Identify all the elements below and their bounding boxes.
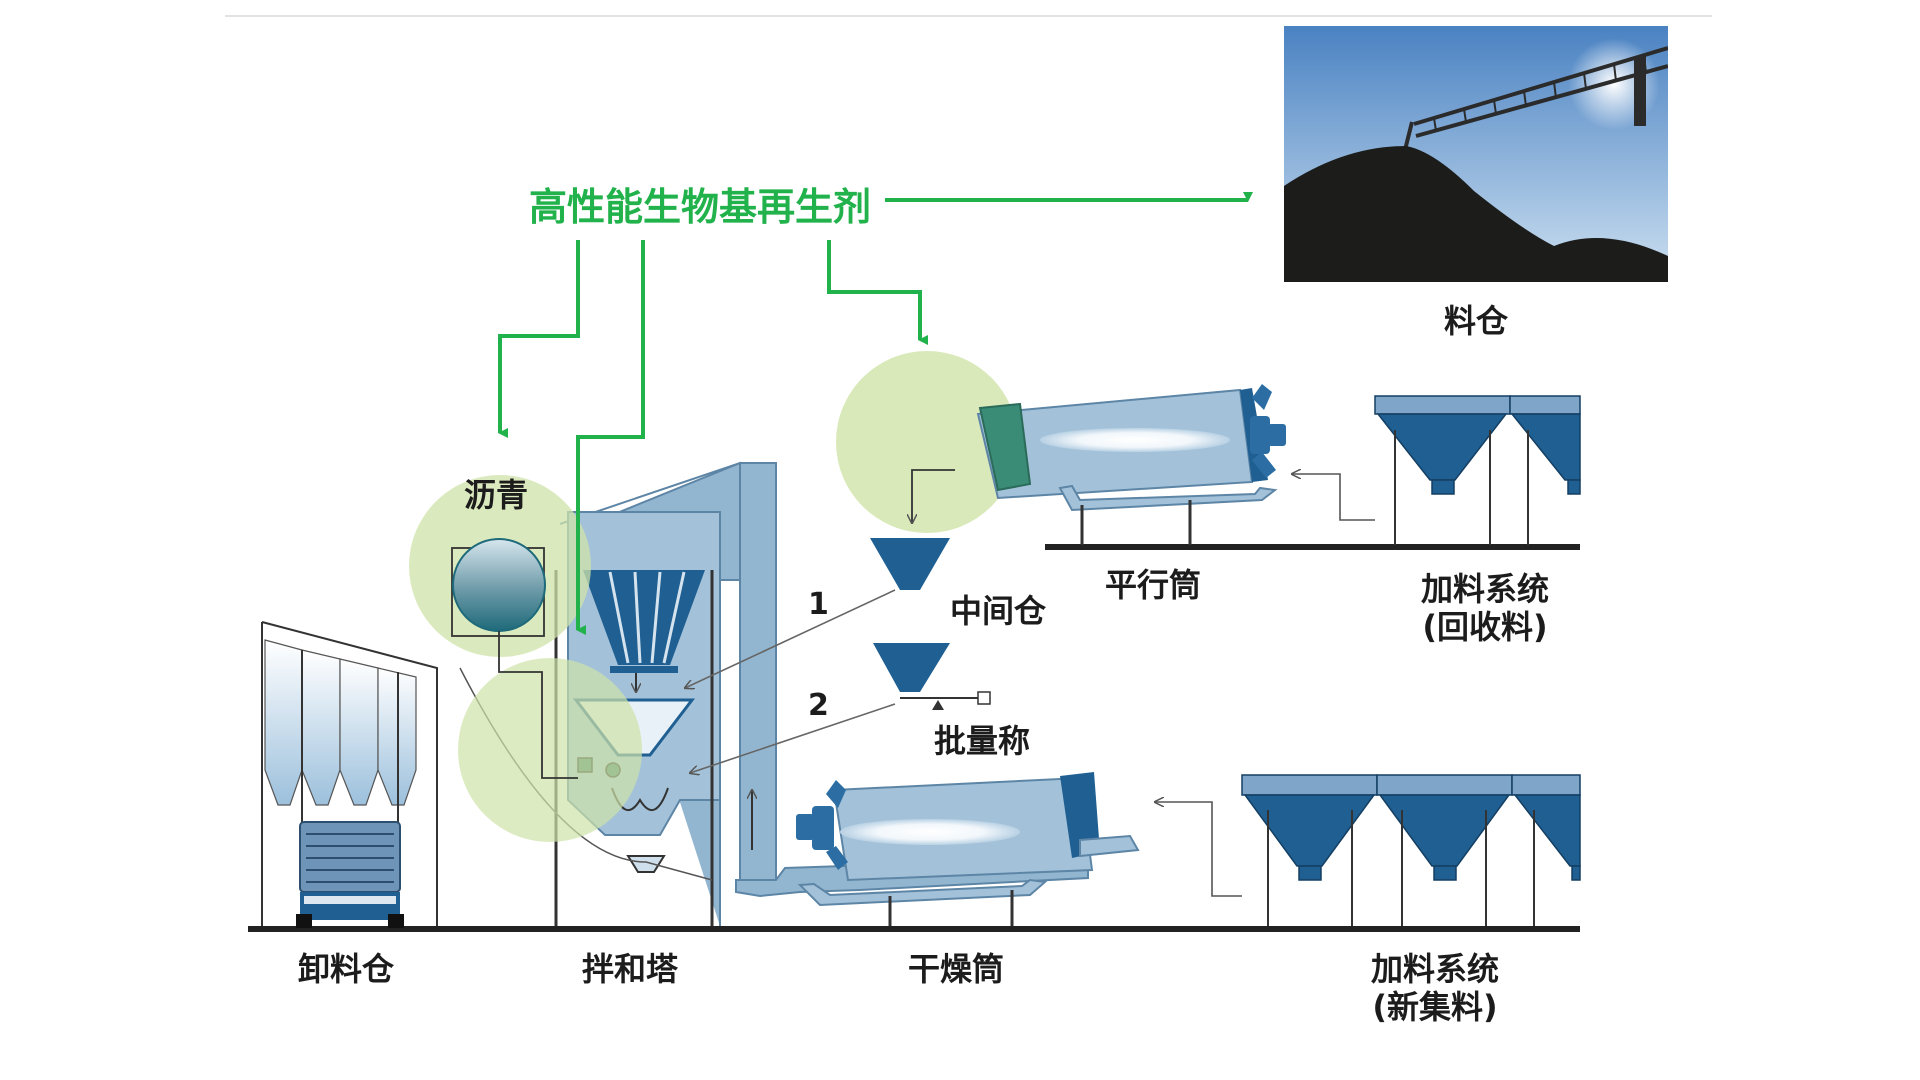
mixing-tower-label: 拌和塔: [582, 950, 679, 988]
asphalt-tank: [451, 538, 578, 779]
storage-label: 料仓: [1444, 302, 1509, 340]
highlight-mixer: [458, 658, 642, 842]
feed-system-virgin-title: 加料系统: [1370, 950, 1499, 988]
highlight-parallel-drum: [836, 351, 1018, 533]
dryer-drum: [735, 772, 1140, 926]
parallel-drum-label: 平行筒: [1105, 566, 1202, 604]
dryer-drum-label: 干燥筒: [908, 950, 1005, 988]
feed-system-virgin-label: 加料系统 (新集料): [1360, 950, 1510, 1027]
feed-system-recycled-title: 加料系统: [1420, 570, 1549, 608]
feed-system-virgin-subtitle: (新集料): [1372, 988, 1498, 1027]
weigh-hopper-label: 批量称: [934, 722, 1031, 760]
feed-system-recycled-subtitle: (回收料): [1422, 608, 1548, 647]
path-label-2: 2: [808, 688, 829, 723]
asphalt-label: 沥青: [464, 476, 529, 514]
truck-icon: [296, 821, 404, 928]
parallel-drum: [912, 384, 1286, 545]
discharge-silo-label: 卸料仓: [298, 950, 395, 988]
storage-photo: [1284, 26, 1668, 282]
surge-bin-label: 中间仓: [950, 592, 1047, 630]
regenerant-label: 高性能生物基再生剂: [529, 185, 872, 229]
weigh-hopper: [873, 643, 991, 710]
material-pile-icon: [1284, 146, 1668, 282]
feed-system-virgin: [1155, 774, 1581, 926]
regenerant-arrows: [498, 192, 1253, 635]
path-label-1: 1: [808, 587, 829, 622]
feed-system-recycled-label: 加料系统 (回收料): [1410, 570, 1560, 647]
flow-lines: [685, 589, 896, 773]
surge-bin: [870, 538, 950, 590]
feed-system-recycled: [1292, 395, 1581, 545]
